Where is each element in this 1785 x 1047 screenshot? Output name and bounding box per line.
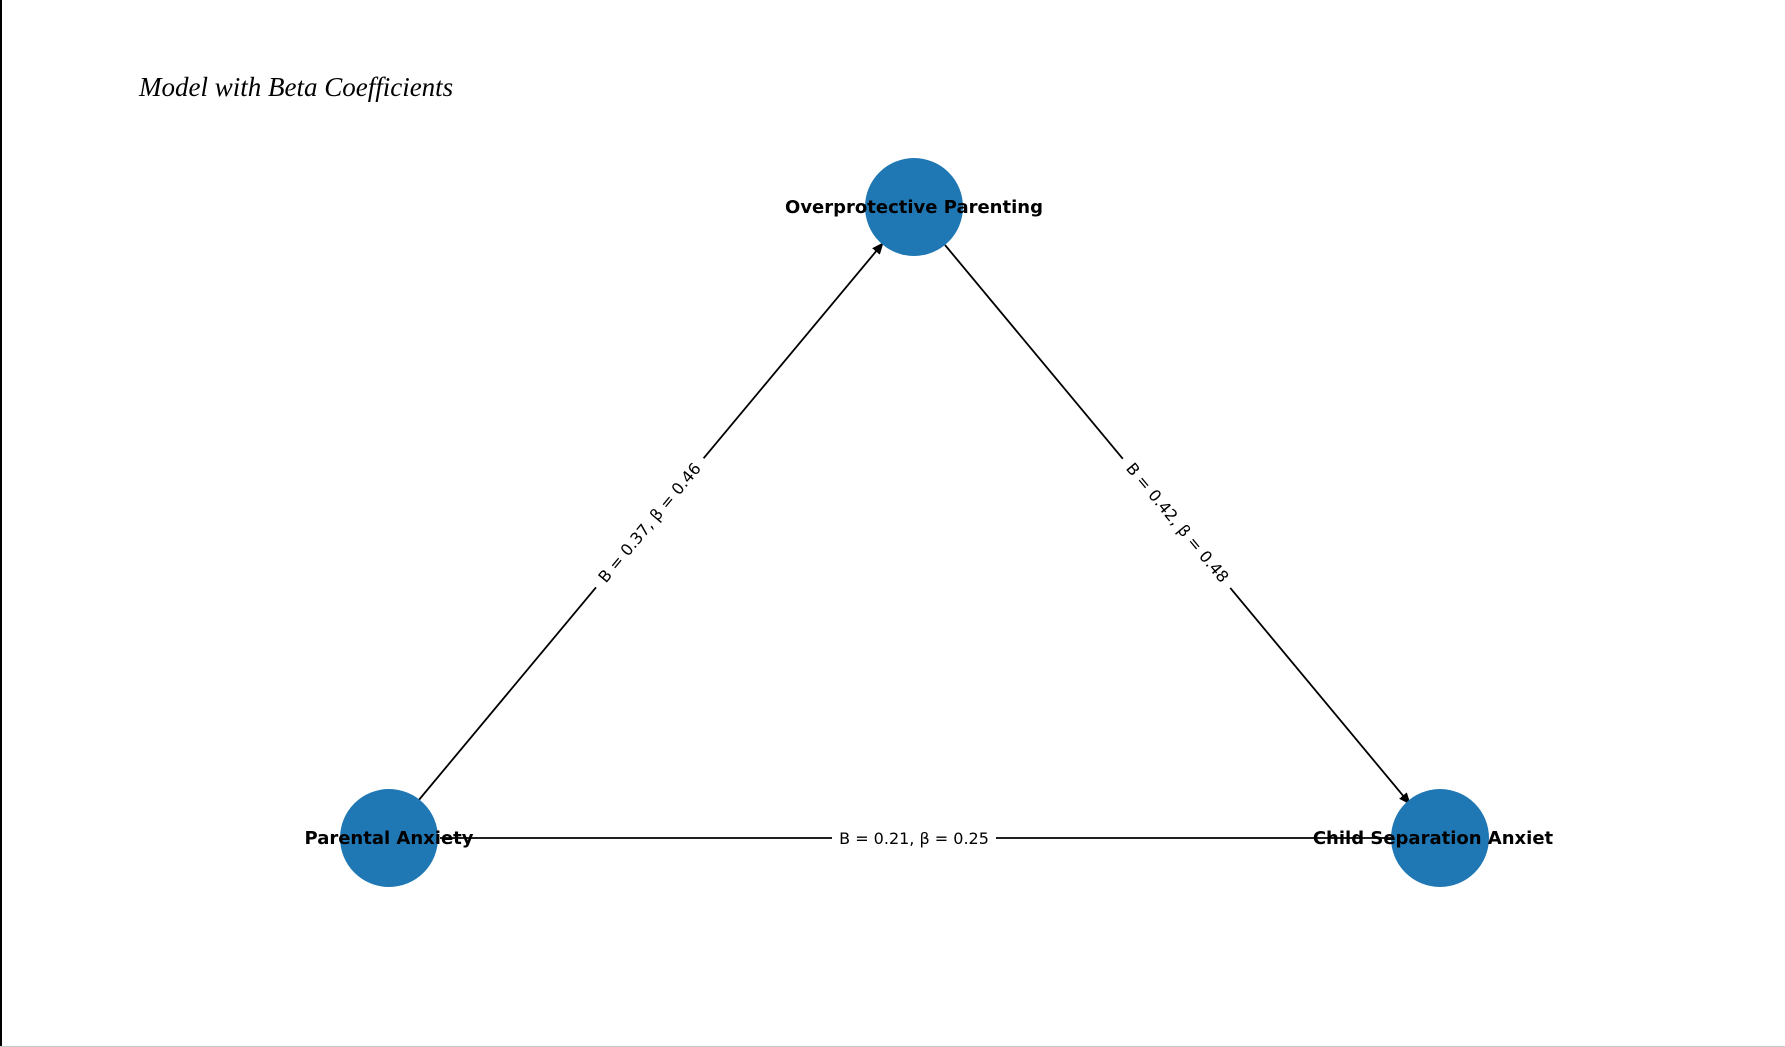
edge-label-pa-to-csa-group: B = 0.21, β = 0.25 [832,826,996,848]
left-border [0,0,2,1047]
node-label-parental-anxiety: Parental Anxiety [304,828,473,849]
edge-label-op-to-csa: B = 0.42, β = 0.48 [1122,459,1232,586]
node-parental-anxiety [340,789,438,887]
edge-label-pa-to-csa: B = 0.21, β = 0.25 [839,829,989,848]
edge-label-op-to-csa-bg [1115,450,1240,594]
diagram-title: Model with Beta Coefficients [139,72,454,102]
node-overprotective-parenting [865,158,963,256]
edge-label-pa-to-op-group: B = 0.37, β = 0.46 [587,450,712,594]
edge-label-pa-to-op: B = 0.37, β = 0.46 [594,459,704,586]
edge-label-pa-to-op-bg [587,450,712,594]
edge-label-pa-to-csa-bg [832,826,996,848]
node-label-child-separation-anxiety: Child Separation Anxiet [1313,828,1554,849]
node-label-overprotective-parenting: Overprotective Parenting [785,197,1043,218]
edge-label-op-to-csa-group: B = 0.42, β = 0.48 [1115,450,1240,594]
node-child-separation-anxiety [1391,789,1489,887]
